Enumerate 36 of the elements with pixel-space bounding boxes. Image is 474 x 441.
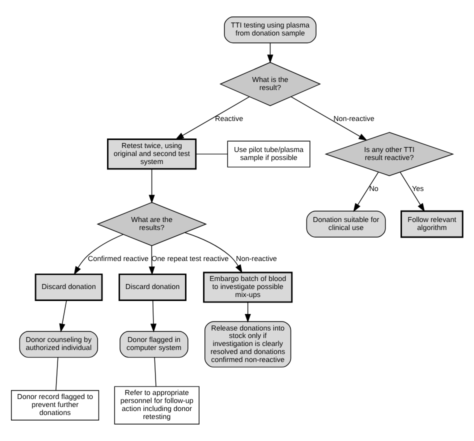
arrow [175, 96, 250, 140]
node-box: Refer to appropriate personnel for follow-up action including donor retesting [114, 386, 200, 424]
node-box: Embargo batch of blood to investigate possible mix-ups [203, 272, 293, 303]
node-box: Donation suitable for clinical use [306, 210, 386, 238]
arrow [267, 42, 274, 64]
node-box: Discard donation [34, 274, 103, 301]
connector [56, 357, 58, 391]
node-diamond: What are the results? [96, 202, 207, 246]
arrow [59, 300, 67, 332]
edge-label: Non-reactive [236, 254, 277, 263]
arrow [353, 172, 379, 212]
arrow [400, 172, 425, 212]
arrow [150, 300, 156, 332]
edge-label: One repeat test reactive [152, 254, 229, 263]
node-box: Donor counseling by authorized individual [19, 330, 98, 358]
connector [154, 357, 156, 387]
arrow [148, 246, 155, 276]
arrow [74, 234, 124, 275]
edge-label: Confirmed reactive [88, 254, 149, 263]
edge-label: Reactive [215, 114, 244, 123]
node-box: Use pilot tube/plasma sample if possible [227, 140, 310, 168]
edge-label: Yes [412, 184, 424, 193]
node-box: Donor flagged in computer system [120, 330, 188, 358]
arrow [148, 168, 155, 204]
arrow [244, 302, 251, 323]
edge-label: No [369, 184, 378, 193]
edge-label: Non-reactive [334, 114, 374, 123]
arrow [184, 232, 242, 274]
node-box: Follow relevant algorithm [400, 210, 464, 238]
node-box: Release donations into stock only if investigation is clearly resolved and donations confirmed non-reactive [204, 321, 292, 368]
node-box: TTI testing using plasma from donation sample [224, 16, 316, 44]
node-box: Retest twice, using original and second test system [107, 138, 197, 170]
node-box: Discard donation [118, 274, 186, 301]
node-box: Donor record flagged to prevent further donations [11, 390, 100, 420]
node-diamond: What is the result? [220, 62, 321, 106]
arrow [290, 96, 368, 141]
